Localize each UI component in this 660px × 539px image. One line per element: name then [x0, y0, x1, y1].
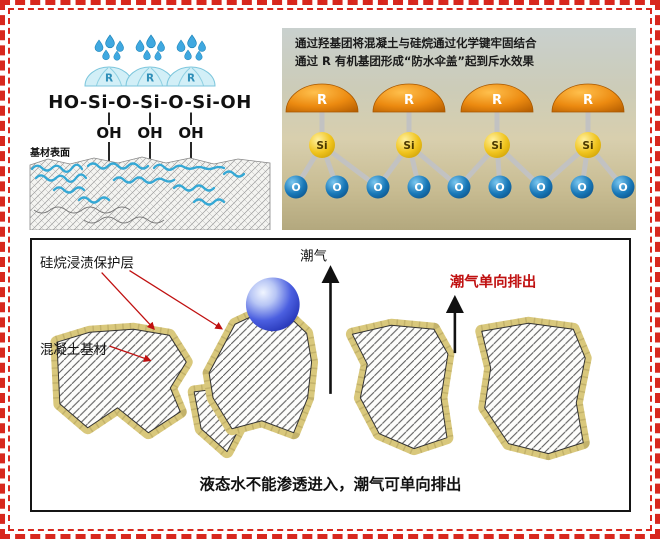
si-atom-label: Si — [582, 140, 593, 152]
concrete-mass — [202, 309, 319, 440]
red-leader-lines — [101, 269, 224, 362]
umbrella-r-label: R — [146, 73, 154, 85]
oh-group-label: OH — [137, 124, 162, 142]
umbrella-structure-panel: 通过羟基团将混凝土与硅烷通过化学键牢固结合 通过 R 有机基团形成“防水伞盖”起… — [282, 28, 636, 230]
water-droplet-ball — [245, 277, 300, 332]
caption-line-1: 通过羟基团将混凝土与硅烷通过化学键牢固结合 — [295, 36, 537, 50]
oxygen-atoms: O O O O O O O O O — [284, 175, 635, 199]
r-dome-umbrellas: R R R R — [285, 83, 625, 113]
dome-r-label: R — [404, 93, 414, 108]
oneway-discharge-label: 潮气单向排出 — [450, 272, 536, 290]
cross-section-diagram: 硅烷浸渍保护层 潮气 潮气单向排出 混凝土基材 液态水不能渗透进入，潮气可单向排… — [40, 249, 592, 493]
o-atom-label: O — [454, 181, 463, 194]
o-atom-label: O — [414, 181, 423, 194]
concrete-substrate-label: 混凝土基材 — [40, 341, 107, 358]
si-atom-label: Si — [491, 140, 502, 152]
o-atom-label: O — [291, 181, 300, 194]
concrete-mass — [50, 322, 193, 440]
o-atom-label: O — [495, 181, 504, 194]
o-atom-label: O — [618, 181, 627, 194]
section-caption: 液态水不能渗透进入，潮气可单向排出 — [200, 474, 462, 493]
concrete-mass — [475, 316, 592, 461]
substrate-surface-label: 基材表面 — [29, 146, 70, 159]
caption-line-2: 通过 R 有机基团形成“防水伞盖”起到斥水效果 — [295, 54, 534, 68]
si-atom-label: Si — [316, 140, 327, 152]
concrete-masses — [50, 309, 592, 461]
silanol-formula-text: HO-Si-O-Si-O-Si-OH — [48, 92, 252, 113]
cross-section-panel: 硅烷浸渍保护层 潮气 潮气单向排出 混凝土基材 液态水不能渗透进入，潮气可单向排… — [30, 238, 631, 512]
r-umbrella-icons: R R R — [84, 66, 216, 87]
moisture-up-arrows — [321, 265, 464, 394]
oh-group-label: OH — [178, 124, 203, 142]
rain-drops-icon — [94, 34, 207, 61]
dome-r-label: R — [492, 93, 502, 108]
hydroxyl-bonding-panel: R R R HO-Si-O-Si-O-Si-OH — [24, 28, 276, 230]
umbrella-r-label: R — [187, 73, 195, 85]
o-atom-label: O — [577, 181, 586, 194]
hydroxyl-schematic: R R R HO-Si-O-Si-O-Si-OH — [29, 34, 271, 230]
o-atom-label: O — [536, 181, 545, 194]
moisture-label: 潮气 — [300, 249, 327, 265]
si-atom-label: Si — [403, 140, 414, 152]
o-atom-label: O — [373, 181, 382, 194]
dome-r-label: R — [583, 93, 593, 108]
protection-layer-label: 硅烷浸渍保护层 — [40, 256, 134, 272]
dome-r-label: R — [317, 93, 327, 108]
umbrella-r-label: R — [105, 73, 113, 85]
concrete-mass — [345, 318, 455, 456]
silicon-atoms: Si Si Si Si — [309, 132, 601, 158]
substrate-texture — [29, 156, 271, 230]
umbrella-structure: 通过羟基团将混凝土与硅烷通过化学键牢固结合 通过 R 有机基团形成“防水伞盖”起… — [282, 28, 636, 230]
oh-group-label: OH — [96, 124, 121, 142]
o-atom-label: O — [332, 181, 341, 194]
